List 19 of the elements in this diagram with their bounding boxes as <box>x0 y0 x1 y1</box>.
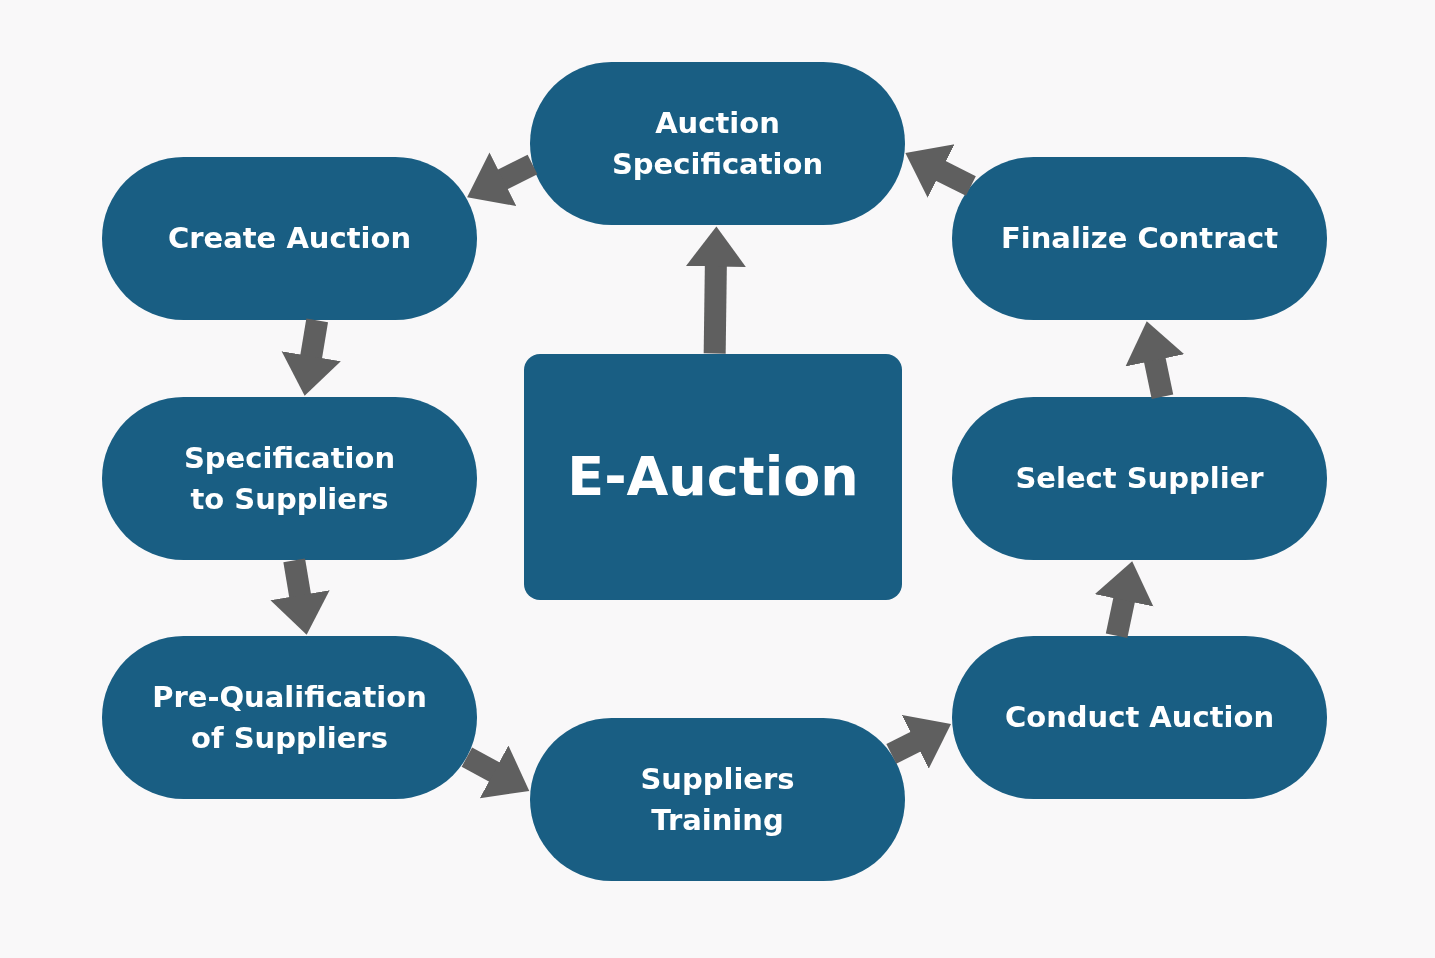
arrow <box>270 558 330 635</box>
node-label: Specification to Suppliers <box>182 439 397 518</box>
node-label: Create Auction <box>167 220 412 258</box>
node-label: Auction Specification <box>610 104 825 183</box>
arrow <box>685 226 746 354</box>
arrow <box>905 144 976 198</box>
arrow <box>467 152 538 207</box>
arrow <box>1094 561 1154 638</box>
node-label: E-Auction <box>567 444 859 511</box>
arrow <box>281 318 341 396</box>
node-label: Pre-Qualification of Suppliers <box>151 678 428 757</box>
node-label: Finalize Contract <box>1000 220 1279 258</box>
arrow <box>461 745 530 799</box>
arrow <box>886 715 951 769</box>
center-box <box>524 354 902 600</box>
node-label: Select Supplier <box>1015 460 1264 498</box>
node-label: Conduct Auction <box>1004 699 1275 737</box>
arrow <box>1125 321 1185 399</box>
node-label: Suppliers Training <box>639 760 796 839</box>
